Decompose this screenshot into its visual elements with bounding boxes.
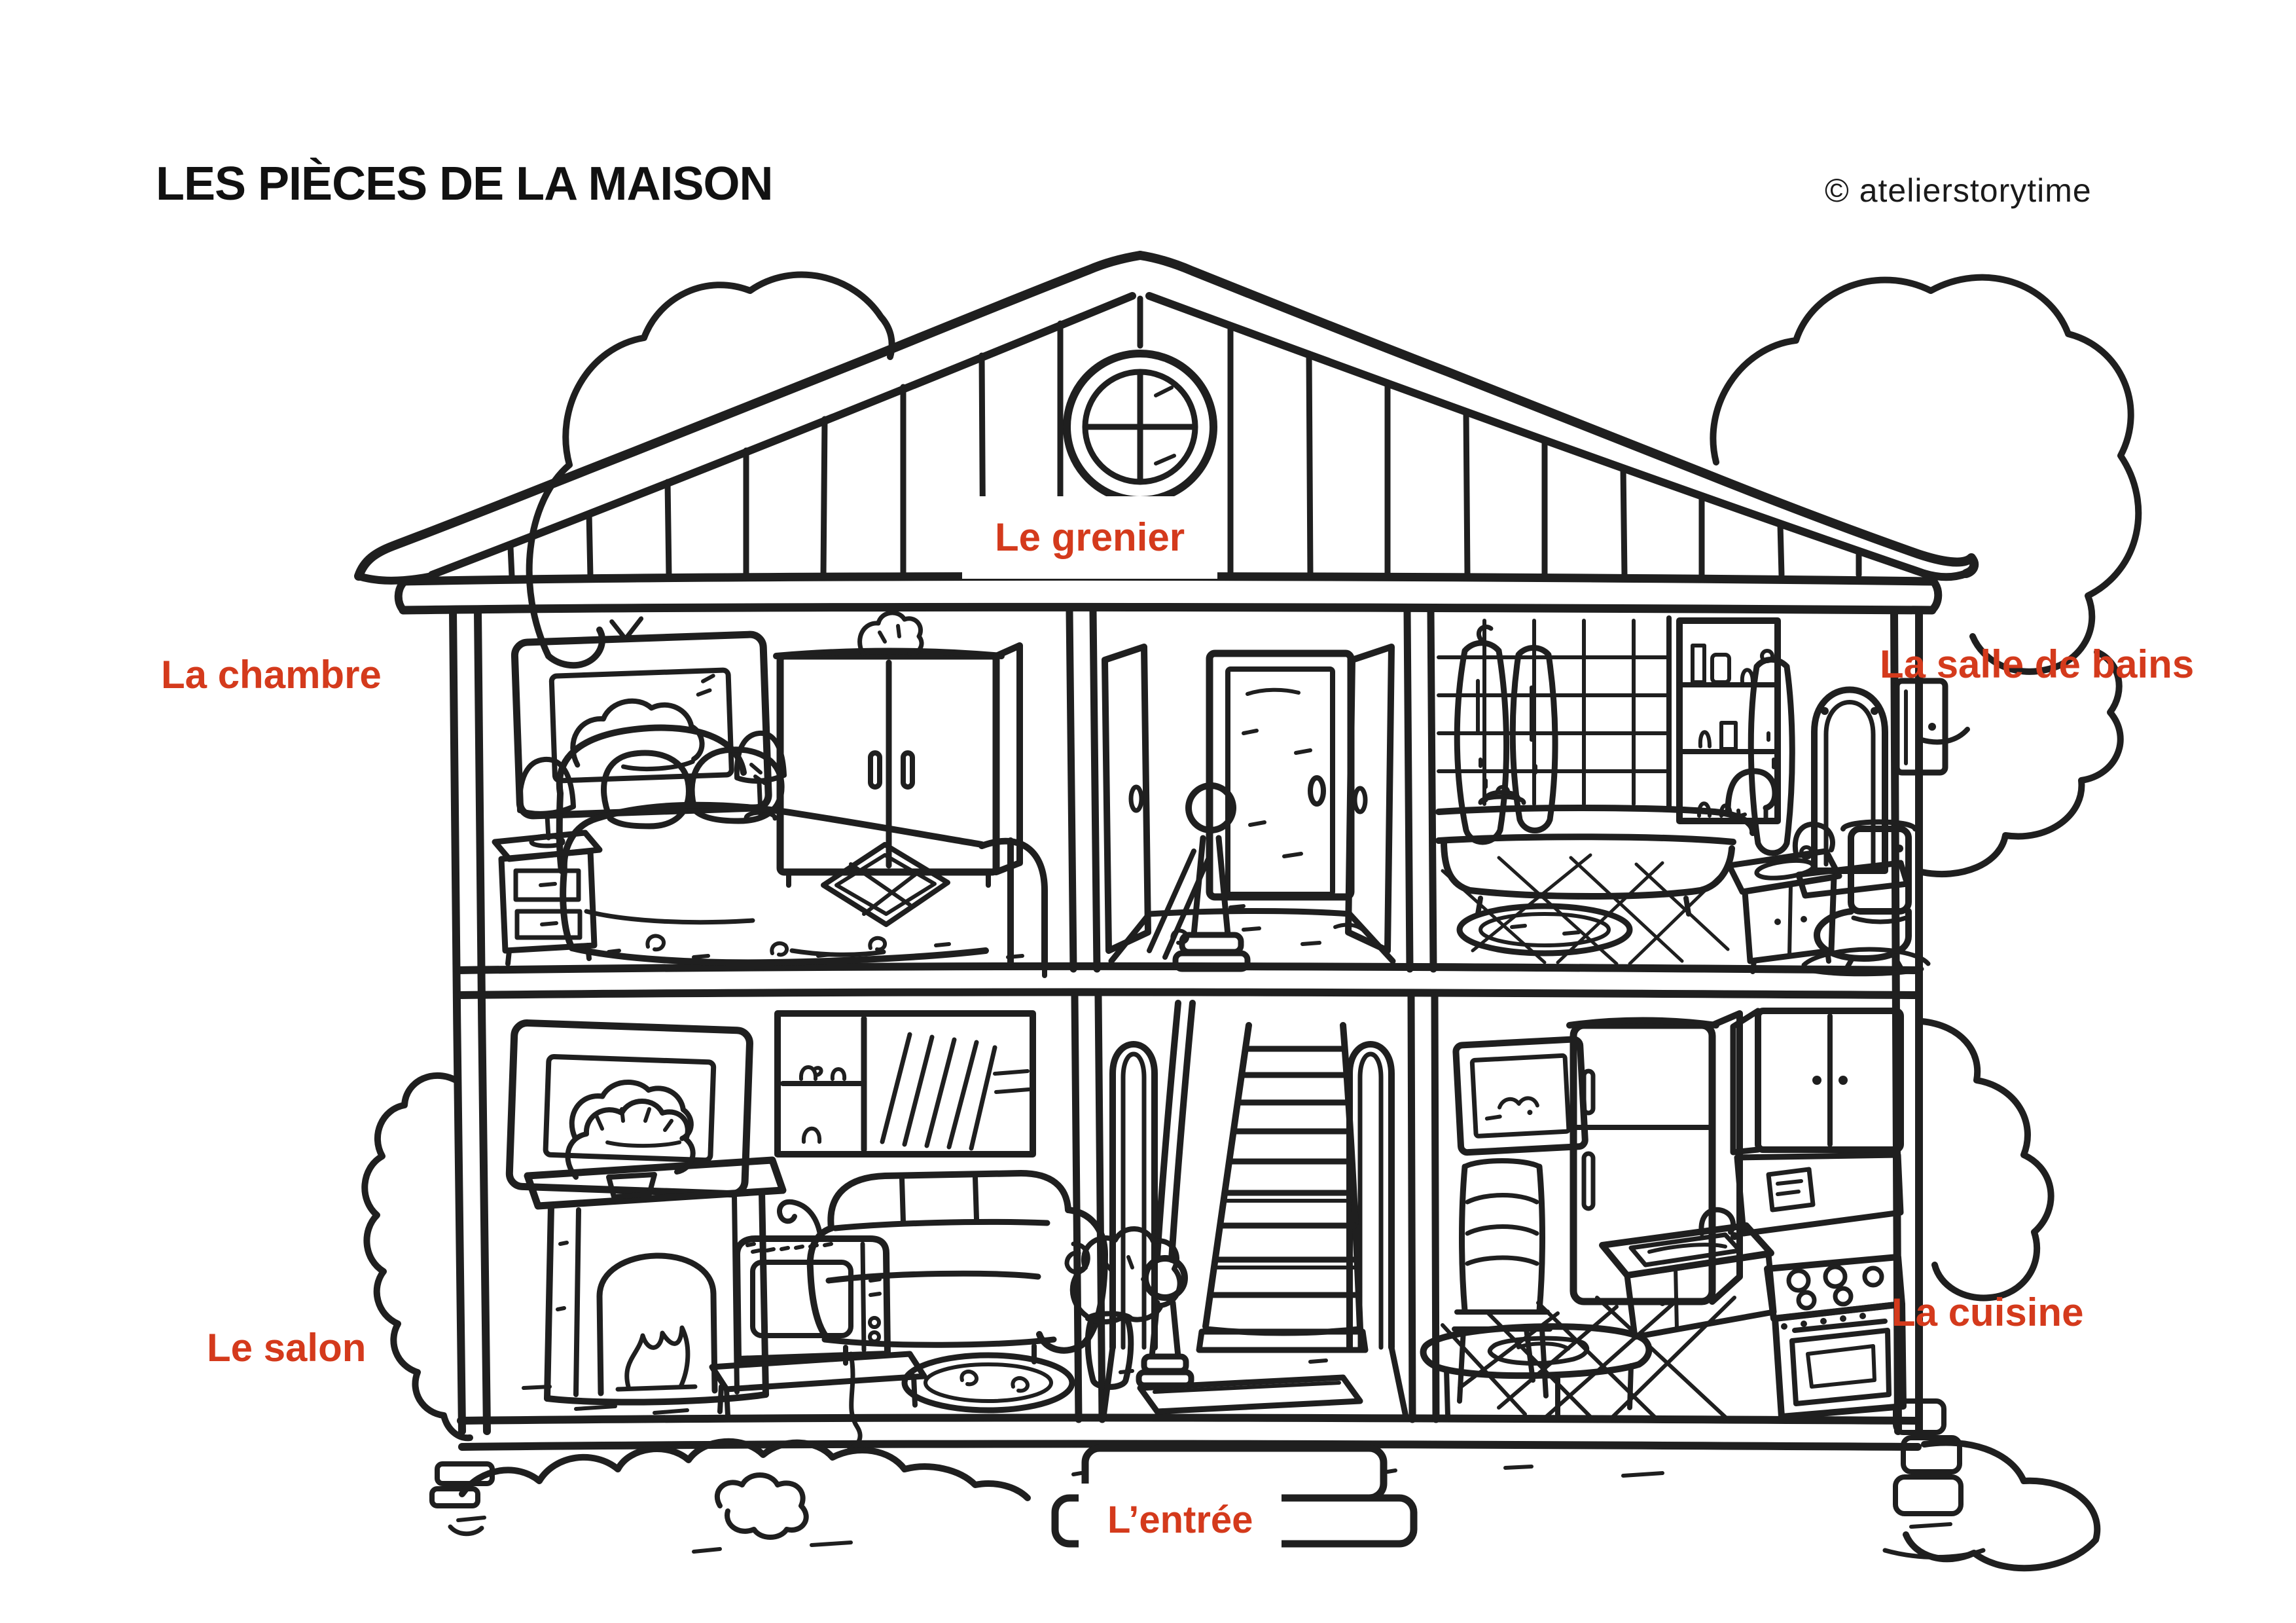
credit-line: © atelierstorytime [1825,172,2092,209]
wardrobe [773,610,1023,888]
landing-floor [1108,904,1396,964]
bush-right-mid [1918,1018,2054,1302]
medicine-cabinet [1893,678,1948,776]
doormat [1137,1374,1363,1415]
bush-right-top [1918,649,2124,877]
kitchen-picture [1452,1036,1588,1156]
wall-cabinet [1730,1008,1904,1156]
tv-table [709,1351,927,1418]
soap-dish [1478,785,1526,805]
sink-counter [1599,1207,1777,1340]
label-living-room: Le salon [207,1326,367,1370]
room-bathroom [1435,615,1948,977]
bath-rug [1456,903,1633,957]
bush-right-bottom [1903,1439,2101,1572]
label-bathroom: La salle de bains [1880,642,2195,686]
round-window [1063,350,1217,504]
bush-left [361,1072,473,1442]
toilet-rug [1801,947,1931,977]
room-living [505,1010,1108,1451]
stove [1764,1254,1907,1420]
living-picture-frame [505,1019,753,1198]
label-entrance: L’entrée [1079,1484,1282,1557]
bookshelf [774,1010,1036,1158]
range-hood [1734,1152,1904,1237]
ground-marks [1503,1465,1664,1478]
toilet [1814,819,1918,970]
entrance-floor [1100,1344,1409,1420]
towels [1454,624,1558,845]
sofa [806,1170,1108,1366]
living-rug [901,1352,1075,1413]
garden [361,649,2124,1572]
banister [1136,1000,1196,1389]
room-kitchen [1420,1008,1907,1421]
footing-right [1882,1398,1986,1559]
fridge [1566,1010,1743,1305]
bed [556,724,1048,978]
bathroom-floor-tiles [1441,853,1730,966]
tv-set [734,1199,891,1451]
room-landing [1102,644,1396,972]
bedroom-picture-frame [511,616,772,820]
label-kitchen: La cuisine [1892,1290,2084,1334]
room-entrance [1069,1000,1409,1420]
attic-beam [394,572,1943,615]
bedroom-rug-marks [607,934,1024,959]
label-attic: Le grenier [962,496,1218,579]
cloud-right [1710,274,2142,675]
page-title: LES PIÈCES DE LA MAISON [156,158,773,210]
living-floor-marks [522,1385,689,1415]
door-center [1206,649,1355,901]
nightstand [492,830,603,966]
hanging-towel [1748,649,1795,856]
table-lamp [516,756,576,848]
kitchen-floor-tiles [1441,1296,1736,1421]
room-bedroom [492,610,1048,978]
arch-left [1109,1041,1158,1351]
arch-right [1346,1041,1395,1351]
mantel-plant [565,1099,696,1199]
door-right [1345,644,1395,954]
staircase [1196,1022,1369,1353]
newel-post [1147,782,1251,972]
door-left [1102,644,1151,954]
label-bedroom: La chambre [161,653,382,697]
bush-bottom [459,1438,1031,1554]
